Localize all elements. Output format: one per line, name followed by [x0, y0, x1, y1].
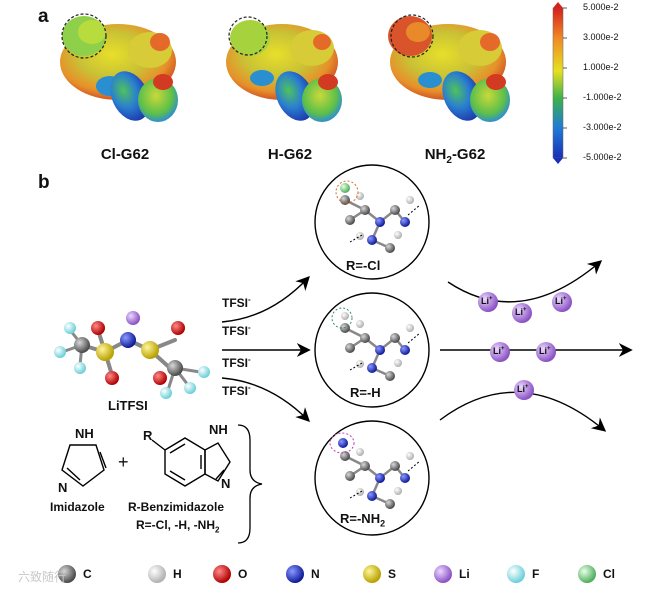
- benzimidazole-r-label: R: [143, 428, 152, 443]
- benzimidazole-nh-label: NH: [209, 422, 228, 437]
- imidazole-n-label: N: [58, 480, 67, 495]
- benzimidazole-structure: [152, 438, 230, 486]
- li-label: Li+: [539, 346, 551, 356]
- panel-b-letter: b: [38, 172, 50, 194]
- tfsi-label-2: TFSI-: [222, 323, 251, 338]
- esp-surface-nh2-g62: [388, 15, 510, 127]
- structure-label-nh2: R=-NH2: [340, 511, 385, 529]
- structure-label-cl: R=-Cl: [346, 258, 380, 273]
- curly-brace: [238, 425, 262, 543]
- colorbar-top-arrow: [553, 2, 563, 8]
- li-label: Li+: [493, 346, 505, 356]
- arrow-cl-output: [448, 262, 600, 302]
- legend-label-f: F: [532, 567, 539, 581]
- legend-label-c: C: [83, 567, 92, 581]
- tfsi-label-4: TFSI-: [222, 383, 251, 398]
- structure-label-h: R=-H: [350, 385, 381, 400]
- colorbar-tick: 3.000e-2: [583, 32, 653, 42]
- esp-surface-cl-g62: [60, 14, 178, 127]
- plus-sign: +: [118, 452, 129, 473]
- litfsi-label: LiTFSI: [108, 398, 148, 413]
- colorbar-tick: 5.000e-2: [583, 2, 653, 12]
- legend-label-s: S: [388, 567, 396, 581]
- legend-label-o: O: [238, 567, 247, 581]
- legend-label-n: N: [311, 567, 320, 581]
- litfsi-molecule: [54, 311, 210, 399]
- label-cl-g62: Cl-G62: [70, 146, 180, 163]
- legend-label-li: Li: [459, 567, 470, 581]
- colorbar-tick: 1.000e-2: [583, 62, 653, 72]
- li-label: Li+: [517, 384, 529, 394]
- colorbar-bottom-arrow: [553, 158, 563, 164]
- imidazole-nh-label: NH: [75, 426, 94, 441]
- li-label: Li+: [555, 296, 567, 306]
- li-label: Li+: [481, 296, 493, 306]
- colorbar-tick: -5.000e-2: [583, 152, 653, 162]
- substituents-label: R=-Cl, -H, -NH2: [136, 518, 219, 534]
- colorbar: [553, 8, 563, 158]
- tfsi-label-3: TFSI-: [222, 355, 251, 370]
- esp-surface-h-g62: [226, 17, 342, 127]
- tfsi-label-1: TFSI-: [222, 295, 251, 310]
- imidazole-structure: [62, 445, 106, 486]
- legend-balls: [58, 565, 596, 583]
- colorbar-tick: -3.000e-2: [583, 122, 653, 132]
- label-nh2-g62: NH2-G62: [400, 146, 510, 166]
- colorbar-tick: -1.000e-2: [583, 92, 653, 102]
- benzimidazole-label: R-Benzimidazole: [128, 500, 224, 514]
- li-label: Li+: [515, 307, 527, 317]
- benzimidazole-n-label: N: [221, 476, 230, 491]
- legend-label-cl: Cl: [603, 567, 615, 581]
- label-h-g62: H-G62: [235, 146, 345, 163]
- watermark: 六致随行: [18, 568, 66, 585]
- imidazole-label: Imidazole: [50, 500, 105, 514]
- legend-label-h: H: [173, 567, 182, 581]
